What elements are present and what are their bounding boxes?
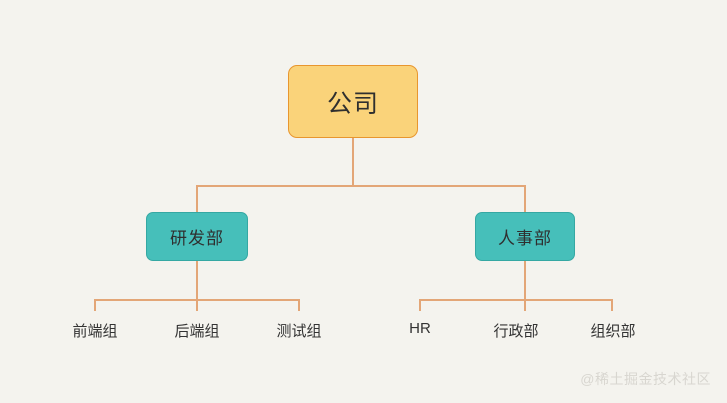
connector-to-hr-team	[419, 299, 421, 311]
connector-to-qa	[298, 299, 300, 311]
node-hr-department[interactable]: 人事部	[475, 212, 575, 261]
node-admin-team-label: 行政部	[493, 323, 539, 340]
node-company[interactable]: 公司	[288, 65, 418, 138]
node-org-team[interactable]: 组织部	[590, 320, 635, 341]
node-hr-department-label: 人事部	[498, 229, 552, 248]
connector-hr-drop	[524, 261, 526, 301]
node-backend-team[interactable]: 后端组	[174, 320, 219, 341]
node-company-label: 公司	[326, 89, 379, 118]
connector-to-org	[611, 299, 613, 311]
node-admin-team[interactable]: 行政部	[493, 320, 538, 341]
node-hr-team-label: HR	[409, 320, 431, 337]
node-qa-team[interactable]: 测试组	[276, 320, 321, 341]
node-rd-department-label: 研发部	[170, 229, 224, 248]
node-qa-team-label: 测试组	[276, 323, 322, 340]
connector-root-drop	[352, 138, 354, 186]
node-hr-team[interactable]: HR	[409, 320, 431, 337]
connector-to-frontend	[94, 299, 96, 311]
node-org-team-label: 组织部	[590, 323, 636, 340]
connector-to-hr	[524, 185, 526, 213]
connector-hr-bus	[419, 299, 613, 301]
node-backend-team-label: 后端组	[174, 323, 220, 340]
connector-rd-drop	[196, 261, 198, 301]
connector-level1-bus	[196, 185, 526, 187]
connector-to-rd	[196, 185, 198, 213]
connector-to-backend	[196, 299, 198, 311]
watermark: @稀土掘金技术社区	[580, 371, 711, 387]
node-frontend-team-label: 前端组	[72, 323, 118, 340]
connector-to-admin	[524, 299, 526, 311]
node-frontend-team[interactable]: 前端组	[72, 320, 117, 341]
node-rd-department[interactable]: 研发部	[146, 212, 248, 261]
